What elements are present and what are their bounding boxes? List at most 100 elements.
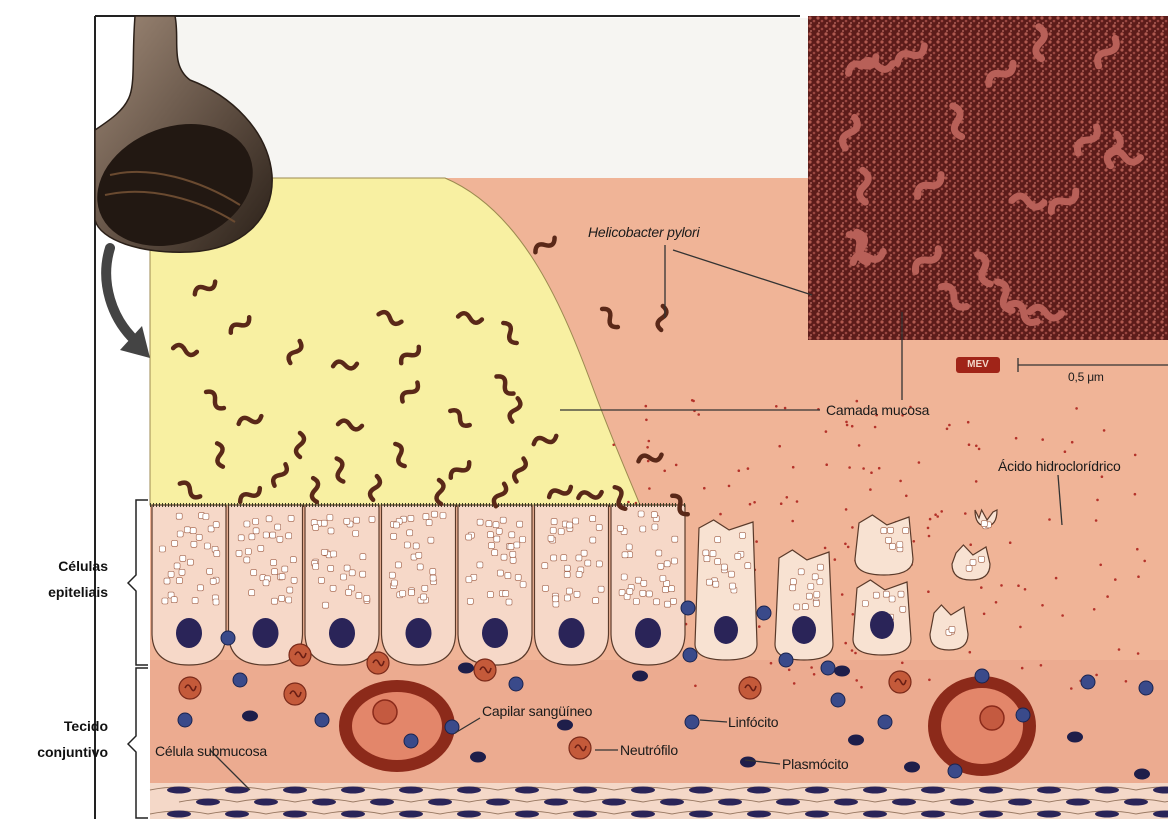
submucosa-cell-nucleus bbox=[399, 811, 423, 818]
plasma-cell-label: Plasmócito bbox=[782, 756, 848, 772]
submucosa-cell-nucleus bbox=[573, 787, 597, 794]
submucosa-cell-nucleus bbox=[283, 811, 307, 818]
submucosa-cell-nucleus bbox=[167, 811, 191, 818]
hydrochloric-acid-label: Ácido hidroclorídrico bbox=[998, 458, 1121, 474]
submucosa-cell-nucleus bbox=[718, 799, 742, 806]
submucosa-cell-nucleus bbox=[863, 811, 887, 818]
neutrophil bbox=[179, 677, 201, 699]
submucosa-cell-nucleus bbox=[225, 811, 249, 818]
submucosa-cell-nucleus bbox=[225, 787, 249, 794]
connective-bracket bbox=[128, 668, 148, 818]
epithelial-label-line-2: epiteliais bbox=[0, 579, 108, 605]
submucosa-cell-nucleus bbox=[196, 799, 220, 806]
epithelial-bracket bbox=[128, 500, 148, 665]
submucosa-cell-nucleus bbox=[486, 799, 510, 806]
epithelial-cells-label: Células epiteliais bbox=[0, 553, 108, 605]
submucosa-cell-nucleus bbox=[515, 787, 539, 794]
lymphocyte-label: Linfócito bbox=[728, 714, 778, 730]
submucosa-cell-nucleus bbox=[979, 811, 1003, 818]
submucosa-cell-label: Célula submucosa bbox=[155, 743, 267, 759]
cell-nucleus bbox=[329, 618, 355, 648]
plasma-cell bbox=[740, 757, 756, 768]
blood-capillary-label: Capilar sangüíneo bbox=[482, 703, 592, 719]
lymphocyte bbox=[1081, 675, 1095, 689]
neutrophil bbox=[289, 644, 311, 666]
lymphocyte bbox=[404, 734, 418, 748]
submucosa-cell-nucleus bbox=[979, 787, 1003, 794]
submucosa-layer bbox=[150, 783, 1168, 819]
lymphocyte bbox=[315, 713, 329, 727]
submucosa-cell-nucleus bbox=[776, 799, 800, 806]
submucosa-cell-nucleus bbox=[602, 799, 626, 806]
submucosa-cell-nucleus bbox=[921, 811, 945, 818]
submucosa-cell-nucleus bbox=[167, 787, 191, 794]
plasma-cell bbox=[470, 752, 486, 763]
plasma-cell bbox=[632, 671, 648, 682]
submucosa-cell-nucleus bbox=[573, 811, 597, 818]
submucosa-cell-nucleus bbox=[254, 799, 278, 806]
connective-tissue-label: Tecido conjuntivo bbox=[0, 713, 108, 765]
plasma-cell bbox=[904, 762, 920, 773]
submucosa-cell-nucleus bbox=[1008, 799, 1032, 806]
lymphocyte bbox=[221, 631, 235, 645]
lymphocyte bbox=[1016, 708, 1030, 722]
submucosa-cell-nucleus bbox=[631, 787, 655, 794]
submucosa-cell-nucleus bbox=[747, 787, 771, 794]
submucosa-cell-nucleus bbox=[950, 799, 974, 806]
mucus-layer-label: Camada mucosa bbox=[826, 402, 929, 418]
cell-nucleus bbox=[406, 618, 432, 648]
plasma-cell bbox=[557, 720, 573, 731]
pour-arrow bbox=[106, 248, 140, 345]
connective-label-line-1: Tecido bbox=[0, 713, 108, 739]
lymphocyte bbox=[685, 715, 699, 729]
lymphocyte bbox=[681, 601, 695, 615]
submucosa-cell-nucleus bbox=[892, 799, 916, 806]
submucosa-cell-nucleus bbox=[341, 811, 365, 818]
neutrophil-label: Neutrófilo bbox=[620, 742, 678, 758]
submucosa-cell-nucleus bbox=[805, 787, 829, 794]
epithelial-label-line-1: Células bbox=[0, 553, 108, 579]
blood-capillary-left bbox=[339, 680, 455, 772]
submucosa-cell-nucleus bbox=[689, 787, 713, 794]
cell-nucleus bbox=[176, 618, 202, 648]
lymphocyte bbox=[233, 673, 247, 687]
submucosa-cell-nucleus bbox=[1037, 787, 1061, 794]
lymphocyte bbox=[509, 677, 523, 691]
lymphocyte bbox=[831, 693, 845, 707]
neutrophil bbox=[367, 652, 389, 674]
cell-nucleus bbox=[635, 618, 661, 648]
lymphocyte bbox=[683, 648, 697, 662]
cell-nucleus bbox=[792, 616, 816, 644]
submucosa-cell-nucleus bbox=[1095, 787, 1119, 794]
submucosa-cell-nucleus bbox=[283, 787, 307, 794]
plasma-cell bbox=[458, 663, 474, 674]
submucosa-cell-nucleus bbox=[1037, 811, 1061, 818]
lymphocyte bbox=[757, 606, 771, 620]
lymphocyte bbox=[878, 715, 892, 729]
submucosa-cell-nucleus bbox=[834, 799, 858, 806]
neutrophil bbox=[889, 671, 911, 693]
lymphocyte bbox=[779, 653, 793, 667]
neutrophil bbox=[284, 683, 306, 705]
cell-nucleus bbox=[253, 618, 279, 648]
submucosa-cell-nucleus bbox=[428, 799, 452, 806]
submucosa-cell-nucleus bbox=[370, 799, 394, 806]
plasma-cell bbox=[242, 711, 258, 722]
submucosa-cell-nucleus bbox=[544, 799, 568, 806]
cell-nucleus bbox=[714, 616, 738, 644]
cell-nucleus bbox=[559, 618, 585, 648]
scale-bar-label: 0,5 μm bbox=[1068, 370, 1104, 384]
submucosa-cell-nucleus bbox=[631, 811, 655, 818]
submucosa-cell-nucleus bbox=[1095, 811, 1119, 818]
damaged-cell bbox=[855, 515, 913, 575]
sem-badge: MEV bbox=[956, 357, 1000, 373]
submucosa-cell-nucleus bbox=[515, 811, 539, 818]
lymphocyte bbox=[178, 713, 192, 727]
submucosa-cell-nucleus bbox=[1066, 799, 1090, 806]
plasma-cell bbox=[848, 735, 864, 746]
blood-capillary-right bbox=[928, 676, 1036, 776]
neutrophil bbox=[739, 677, 761, 699]
submucosa-cell-nucleus bbox=[921, 787, 945, 794]
lymphocyte bbox=[1139, 681, 1153, 695]
